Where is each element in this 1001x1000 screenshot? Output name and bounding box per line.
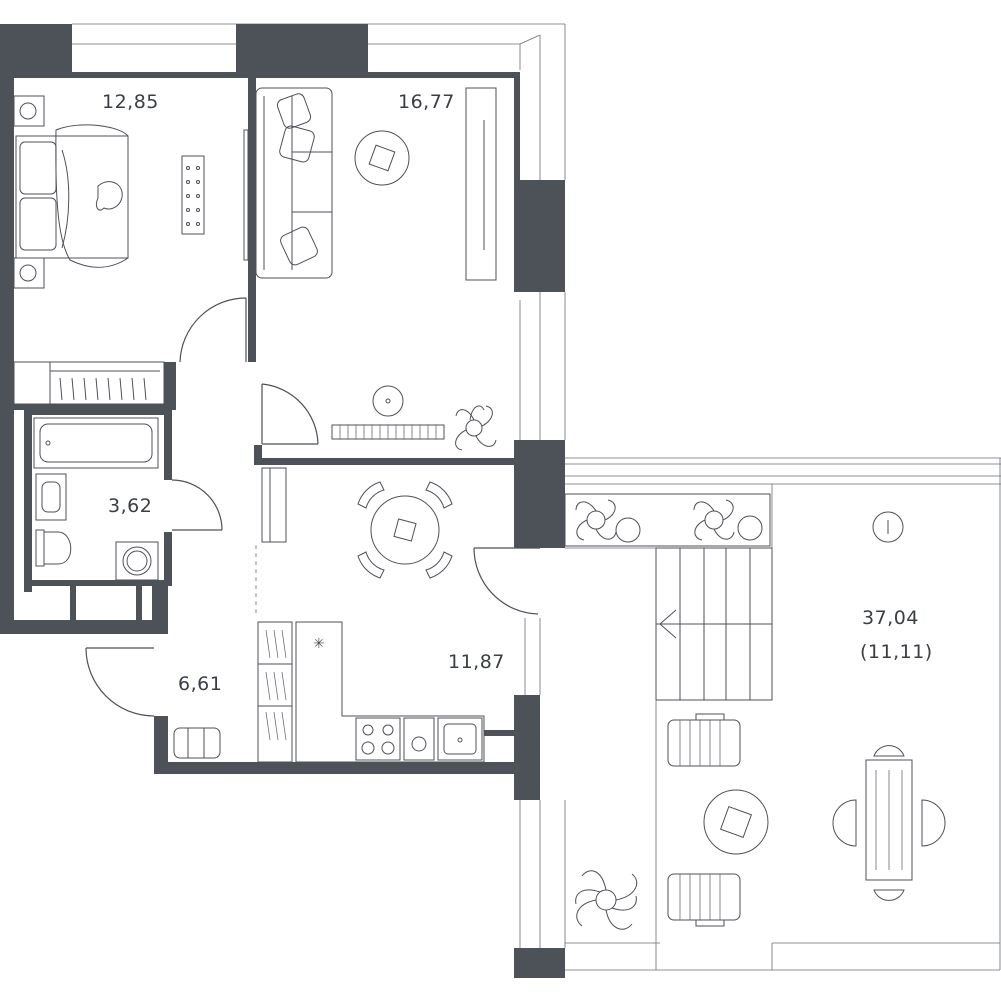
room-area-bathroom: 3,62 xyxy=(108,495,152,517)
hallway-furniture xyxy=(173,621,293,763)
terrace-furniture xyxy=(564,493,946,970)
bedroom-furniture xyxy=(13,95,249,405)
room-reduced-area-terrace: (11,11) xyxy=(860,641,933,663)
svg-text:✳: ✳ xyxy=(313,636,325,652)
room-area-living-room: 16,77 xyxy=(398,91,455,113)
room-area-bedroom: 12,85 xyxy=(102,91,159,113)
living-room-furniture xyxy=(255,87,497,451)
bathroom-fixtures xyxy=(33,417,159,581)
walls xyxy=(0,24,565,978)
kitchen-furniture: ✳ xyxy=(261,467,485,763)
room-area-kitchen: 11,87 xyxy=(448,651,505,673)
area-labels: 12,85 16,77 3,62 6,61 11,87 37,04 (11,11… xyxy=(102,91,933,695)
window-lines xyxy=(72,23,1001,971)
doors xyxy=(85,297,540,717)
room-area-hallway: 6,61 xyxy=(178,673,222,695)
room-area-terrace: 37,04 xyxy=(862,607,919,629)
